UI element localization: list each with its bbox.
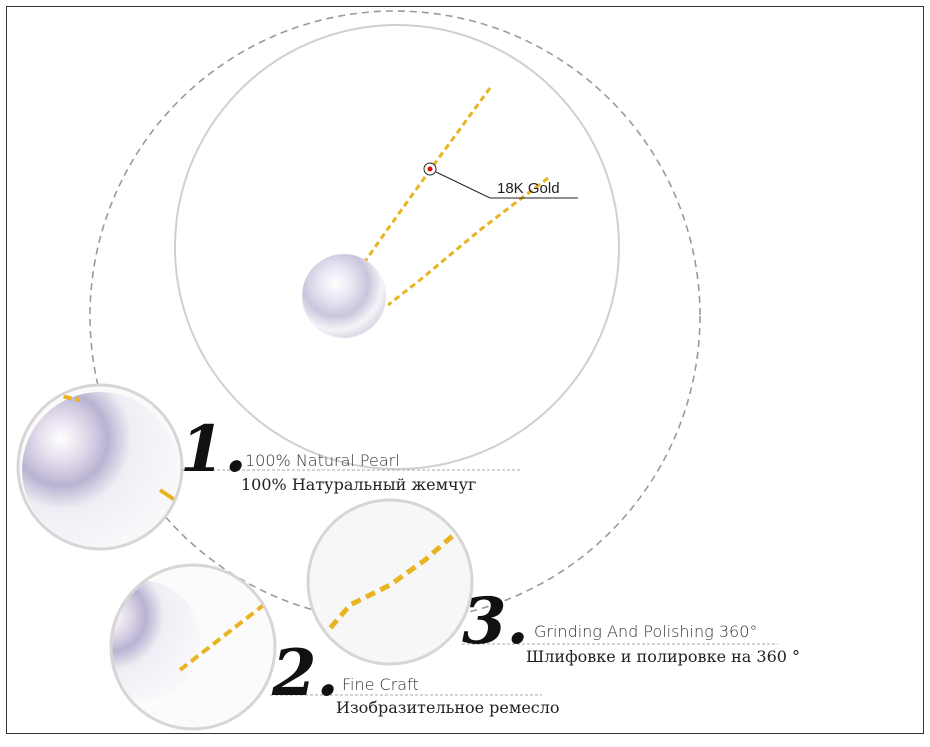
feature-2-ru: Изобразительное ремесло [336, 698, 560, 717]
image-frame [6, 6, 924, 734]
gold-chain [343, 87, 549, 307]
callout-marker-dot [427, 166, 433, 172]
callout-line [435, 171, 578, 199]
feature-3-image [308, 500, 472, 664]
feature-2-ring [109, 563, 277, 731]
feature-1-number: 1. [180, 412, 247, 487]
feature-3-en: Grinding And Polishing 360° [534, 622, 758, 641]
main-pearl [302, 254, 386, 338]
dashed-outer-circle [89, 10, 701, 622]
feature-2-en: Fine Craft [342, 675, 419, 694]
feature-3-number: 3. [462, 584, 529, 659]
feature-1-ring [16, 383, 184, 551]
feature-1-ru: 100% Натуральный жемчуг [241, 475, 477, 494]
center-circle [174, 24, 620, 470]
feature-1-image [18, 385, 182, 549]
material-label: 18K Gold [497, 180, 560, 197]
feature-1-en: 100% Natural Pearl [245, 451, 400, 470]
feature-2-number: 2. [272, 636, 339, 711]
feature-3-ru: Шлифовке и полировке на 360 ° [526, 647, 801, 666]
feature-3-ring [306, 498, 474, 666]
feature-2-image [111, 565, 275, 729]
